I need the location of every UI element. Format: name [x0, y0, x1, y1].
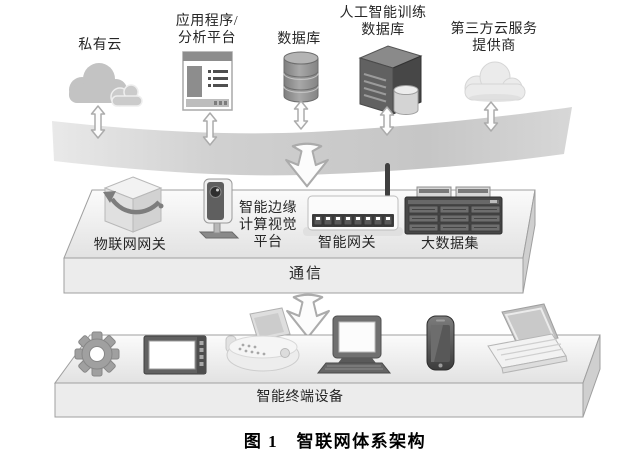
- desktop-computer-icon: [316, 315, 392, 374]
- label-smart-gateway: 智能网关: [318, 236, 376, 251]
- label-edge-vision: 智能边缘 计算视觉 平台: [239, 201, 297, 250]
- smartphone-icon: [426, 315, 455, 371]
- downlink-arrow-bottom: [286, 293, 330, 339]
- server-rack-icon: [404, 186, 503, 235]
- database-cylinder-icon: [283, 51, 319, 103]
- third-party-cloud-icon: [464, 61, 526, 102]
- gear-icon: [74, 331, 120, 377]
- label-big-dataset: 大数据集: [421, 237, 479, 252]
- label-database: 数据库: [277, 32, 321, 47]
- label-communication: 通信: [288, 266, 324, 282]
- network-band: [52, 107, 572, 176]
- router-antenna-icon: [303, 163, 403, 236]
- figure-caption: 图 1 智联网体系架构: [243, 432, 427, 451]
- ip-camera-icon: [198, 178, 240, 239]
- label-private-cloud: 私有云: [78, 38, 122, 53]
- downlink-arrow-top: [285, 142, 329, 188]
- label-third-party-cloud: 第三方云服务 提供商: [450, 22, 538, 54]
- label-smart-terminal: 智能终端设备: [256, 390, 344, 405]
- laptop-icon: [487, 303, 568, 374]
- app-window-icon: [182, 51, 233, 111]
- cloud-link-arrows: [90, 100, 499, 146]
- iot-cube-sync-icon: [103, 176, 164, 233]
- display-panel-icon: [143, 335, 207, 375]
- ai-server-tower-icon: [358, 45, 423, 115]
- private-cloud-icon: [69, 63, 143, 107]
- label-iot-gateway: 物联网网关: [93, 238, 167, 253]
- printer-icon: [225, 307, 300, 372]
- label-ai-training-db: 人工智能训练 数据库: [339, 6, 427, 38]
- label-app-platform: 应用程序/ 分析平台: [175, 14, 239, 46]
